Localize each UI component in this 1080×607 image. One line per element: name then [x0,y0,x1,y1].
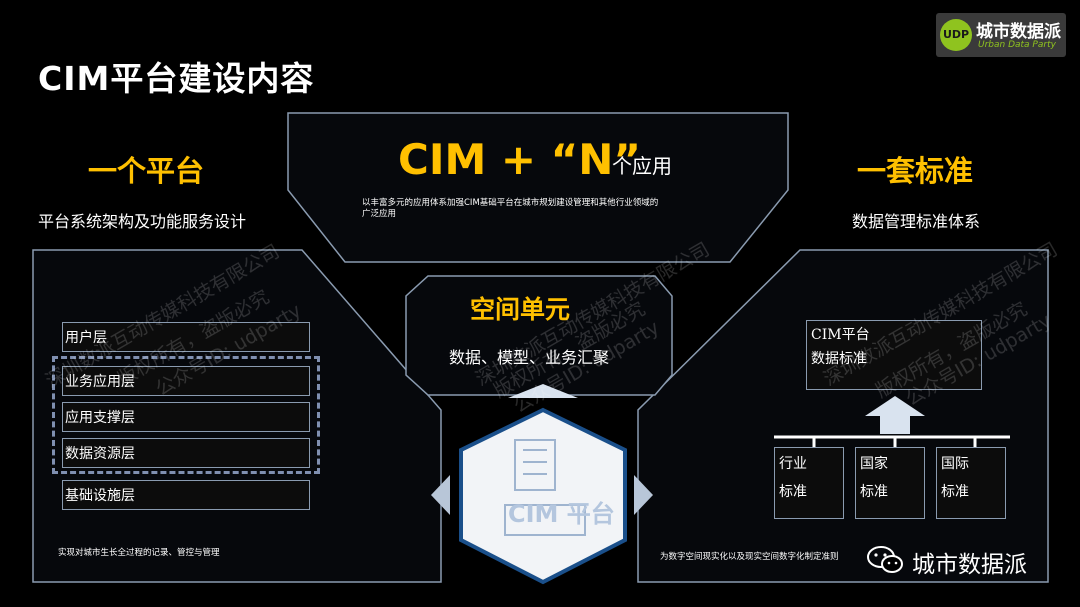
standards-connector [774,435,1010,447]
layer-app-support: 应用支撑层 [62,402,310,432]
layer-user: 用户层 [62,322,310,352]
right-caption: 为数字空间现实化以及现实空间数字化制定准则 [660,552,839,562]
standard-industry-l1: 行业 [779,456,807,472]
hex-label: CIM 平台 [508,500,615,528]
center-up-arrow [508,384,578,398]
space-unit-subtitle: 数据、模型、业务汇聚 [449,348,610,367]
top-desc-line1: 以丰富多元的应用体系加强CIM基础平台在城市规划建设管理和其他行业领域的 [362,198,659,208]
cim-standard-line2: 数据标准 [811,351,867,367]
standard-international-l1: 国际 [941,456,969,472]
standard-national: 国家 标准 [855,447,925,519]
brand-logo: UDP 城市数据派 Urban Data Party [936,13,1066,57]
left-triangle [431,475,450,515]
standard-national-l2: 标准 [860,484,888,500]
footer-brand: 城市数据派 [912,552,1027,578]
standard-international-l2: 标准 [941,484,969,500]
dashed-group [52,356,320,474]
cim-n-suffix: 个应用 [612,154,672,178]
left-heading: 一个平台 [88,154,205,188]
center-panel [405,275,673,396]
left-caption: 实现对城市生长全过程的记录、管控与管理 [58,548,220,558]
standard-industry-l2: 标准 [779,484,807,500]
standards-up-arrow [865,396,925,434]
cim-n-title: CIM + “N” [398,135,642,184]
layer-data-resource: 数据资源层 [62,438,310,468]
standard-international: 国际 标准 [936,447,1006,519]
right-subheading: 数据管理标准体系 [852,212,981,231]
left-subheading: 平台系统架构及功能服务设计 [38,212,247,231]
layer-business-app: 业务应用层 [62,366,310,396]
space-unit-title: 空间单元 [470,295,571,324]
standard-industry: 行业 标准 [774,447,844,519]
standard-national-l1: 国家 [860,456,888,472]
logo-mark-icon: UDP [940,19,972,51]
logo-name: 城市数据派 [976,22,1061,42]
page-title: CIM平台建设内容 [38,59,315,98]
hexagon [459,407,627,585]
logo-subtitle: Urban Data Party [978,40,1056,50]
wechat-icon [867,546,903,573]
building-icon [504,439,586,536]
right-heading: 一套标准 [857,154,974,188]
right-triangle [634,475,653,515]
top-panel [287,112,789,263]
top-desc-line2: 广泛应用 [362,209,397,219]
layer-infrastructure: 基础设施层 [62,480,310,510]
cim-standard-line1: CIM平台 [811,327,870,343]
cim-standard-box: CIM平台 数据标准 [806,320,982,390]
